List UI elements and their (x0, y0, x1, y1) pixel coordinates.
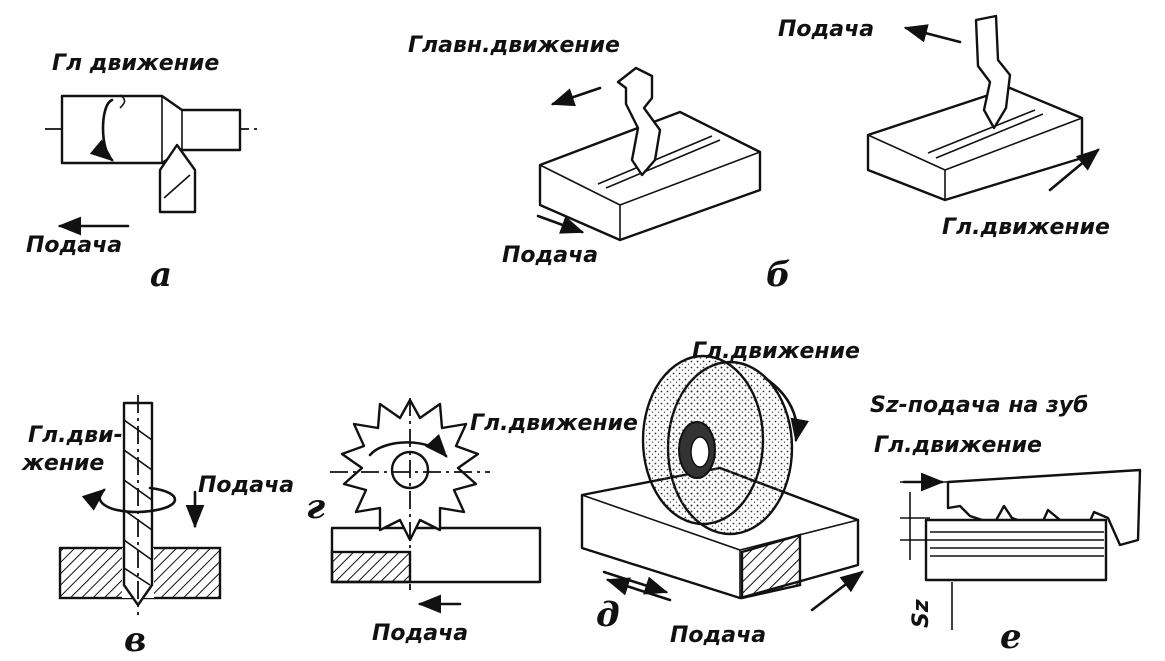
e-main-motion-label: Гл.движение (874, 433, 1042, 458)
planing-tool-left (616, 66, 662, 177)
d-feed-label: Подача (670, 623, 766, 648)
v-main-motion-label-2: жение (21, 451, 104, 476)
diagram-e-broaching: Sz-подача на зуб Гл.движение Sz е (870, 393, 1142, 657)
broach (946, 468, 1142, 547)
b-feed-label-left: Подача (502, 243, 598, 268)
a-main-motion-label: Гл движение (52, 51, 219, 76)
v-feed-label: Подача (198, 473, 294, 498)
diagram-v-drilling: Гл.дви- жение Подача в (21, 395, 294, 660)
g-main-motion-label: Гл.движение (470, 411, 638, 436)
a-feed-label: Подача (26, 233, 122, 258)
e-sz-label: Sz (909, 599, 934, 628)
e-sz-caption: Sz-подача на зуб (870, 393, 1089, 418)
b-main-motion-label-right: Гл.движение (942, 215, 1110, 240)
grinding-wheel (641, 354, 794, 536)
tag-g: г (306, 487, 325, 527)
diagram-d-grinding: Гл.движение Подача д (580, 339, 864, 648)
b-main-motion-label-left: Главн.движение (408, 33, 620, 58)
tag-b: б (766, 255, 791, 295)
tag-d: д (596, 595, 620, 635)
diagram-a-turning: Гл движение Подача а (26, 51, 260, 295)
tag-e: е (1000, 617, 1022, 657)
tag-v: в (124, 620, 146, 660)
b-feed-label-right: Подача (778, 17, 874, 42)
diagram-b-planing: Главн.движение Подача Подача Гл.движение… (408, 14, 1110, 295)
diagram-g-milling: Гл.движение Подача г (306, 398, 638, 646)
g-feed-label: Подача (372, 621, 468, 646)
v-main-motion-label-1: Гл.дви- (28, 423, 123, 448)
planing-tool-right (974, 14, 1012, 130)
turning-tool (158, 143, 197, 214)
d-main-motion-label: Гл.движение (692, 339, 860, 364)
tag-a: а (150, 255, 172, 295)
